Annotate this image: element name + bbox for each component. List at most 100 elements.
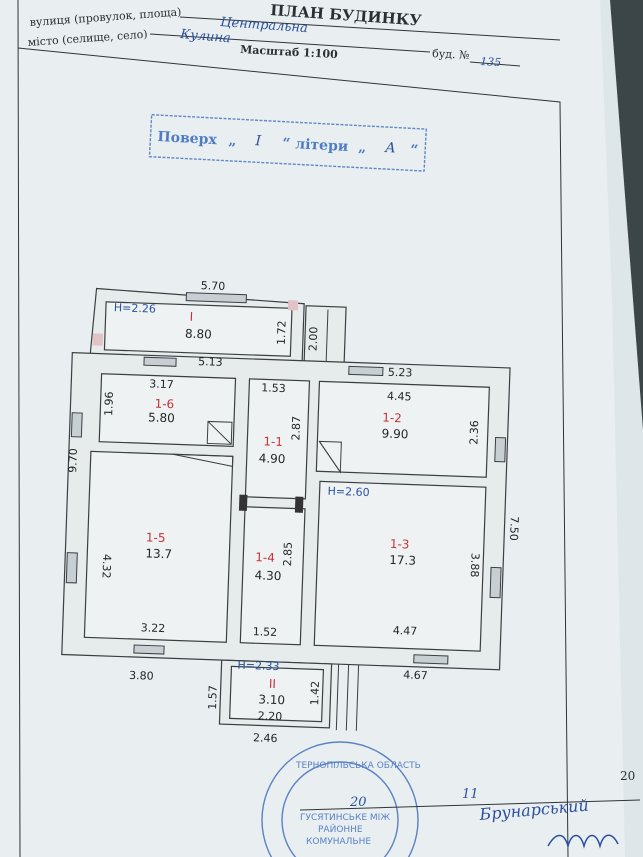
side-annex-line [325, 309, 329, 362]
room-1-5-id: 1-5 [146, 530, 166, 545]
window-right-1 [494, 436, 507, 463]
room-1-6-id: 1-6 [154, 397, 174, 412]
stamp-ring: ТЕРНОПІЛЬСЬКА ОБЛАСТЬ [295, 761, 421, 771]
room-i-id: I [189, 310, 193, 324]
dim-room11-h: 2.87 [289, 416, 303, 441]
dim-room13-w: 4.47 [393, 624, 418, 638]
room-1-3 [313, 480, 487, 652]
floor-quote-3: „ [358, 140, 367, 156]
dim-room14-w: 1.52 [252, 625, 277, 639]
room-1-1-id: 1-1 [263, 434, 283, 449]
stove-1-diag [207, 421, 232, 445]
floor-quote-2: “ [282, 136, 291, 152]
room-1-5-area: 13.7 [145, 546, 172, 561]
room-1-6 [98, 373, 237, 447]
porch-step-1 [335, 664, 340, 731]
porch-step-3 [355, 664, 360, 731]
dim-room13-h: 3.88 [468, 553, 482, 578]
room-1-5 [83, 450, 234, 643]
dim-room12-w: 4.45 [387, 390, 412, 404]
window-top-3 [185, 292, 247, 304]
dim-room15-w: 3.22 [141, 621, 166, 635]
room-i-pink-mark-2 [287, 300, 299, 311]
room-1-2 [315, 380, 490, 478]
dim-porch-left: 1.57 [206, 685, 220, 710]
room-1-4-area: 4.30 [254, 568, 281, 583]
dim-porch-right: 1.42 [308, 681, 322, 706]
room-1-3-area: 17.3 [389, 553, 416, 568]
floor-stamp-frame [148, 113, 428, 172]
floor-quote-1: „ [228, 133, 237, 149]
room-i [103, 301, 293, 357]
window-top-1 [143, 356, 177, 367]
stamp-line-2: РАЙОННЕ [318, 823, 363, 835]
room-1-4 [239, 506, 306, 646]
floor-middle: літери [295, 136, 349, 155]
round-stamp-inner [281, 761, 399, 857]
room-i-height: H=2.26 [114, 301, 156, 315]
dim-top-inner: 5.13 [198, 355, 223, 369]
dim-top-outer: 5.70 [201, 279, 226, 293]
dim-side-room-i-outer: 2.00 [307, 326, 321, 351]
footer: ТЕРНОПІЛЬСЬКА ОБЛАСТЬ ГУСЯТИНСЬКЕ МІЖ РА… [261, 741, 641, 857]
dim-bottom-left: 3.80 [129, 669, 154, 683]
window-top-2 [348, 365, 384, 377]
date-line [299, 799, 641, 811]
street-value: Центральна [220, 15, 309, 36]
city-value: Кулина [179, 27, 232, 46]
frame-left [17, 0, 21, 857]
room-i-area: 8.80 [185, 327, 212, 342]
dim-left-total: 9.70 [66, 448, 80, 473]
header: ПЛАН БУДИНКУ вулиця (провулок, площа) Це… [17, 0, 569, 857]
stove-1 [206, 420, 233, 445]
stamp-line-3: КОМУНАЛЬНЕ [306, 837, 371, 847]
room-1-3-height: H=2.60 [327, 485, 369, 499]
date-num: 11 [462, 787, 479, 802]
building-value: 135 [480, 55, 502, 69]
dim-porch-inner: 2.20 [258, 709, 283, 723]
letter-value: А [384, 140, 396, 157]
floor-prefix: Поверх [157, 129, 218, 148]
dim-bottom-right: 4.67 [403, 668, 428, 682]
floor-value: I [254, 133, 262, 149]
dim-right-top: 5.23 [388, 366, 413, 380]
dim-room15-h: 4.32 [99, 554, 113, 579]
room-ii-area: 3.10 [258, 692, 285, 707]
date-year: 20 [620, 769, 635, 783]
room-ii-id: II [269, 677, 277, 691]
frame-line [17, 47, 569, 857]
street-underline [179, 16, 561, 41]
signature-scribble [547, 834, 619, 849]
room-1-6-area: 5.80 [148, 410, 175, 425]
city-underline [149, 33, 431, 53]
window-bottom-2 [413, 654, 449, 665]
dim-room14-h: 2.85 [281, 542, 295, 567]
round-stamp-outer [261, 741, 419, 857]
dim-room16-w: 3.17 [149, 377, 174, 391]
room-ii-height: H=2.33 [237, 659, 279, 673]
date-day: 20 [349, 795, 367, 810]
floor-stamp: Поверх „ I “ літери „ А “ [148, 113, 428, 172]
room-i-pink-mark [92, 333, 103, 346]
floor-plan: H=2.26 I 8.80 1-6 5.80 1-1 4.90 1-2 9.90… [61, 279, 521, 745]
floor-quote-4: “ [410, 142, 419, 158]
dim-side-room-i: 1.72 [275, 320, 289, 345]
dim-porch-outer: 2.46 [253, 731, 278, 745]
building-underline [469, 61, 521, 67]
window-left-1 [70, 412, 83, 438]
stove-3 [172, 453, 234, 467]
window-bottom-1 [133, 644, 165, 655]
room-1-3-id: 1-3 [390, 537, 410, 552]
window-left-2 [65, 552, 78, 584]
room-1-1 [244, 378, 311, 500]
room-1-2-id: 1-2 [382, 411, 402, 426]
dim-right-total: 7.50 [507, 516, 521, 541]
chimney-1 [238, 494, 248, 511]
dim-room11-w: 1.53 [261, 381, 286, 395]
room-1-4-id: 1-4 [255, 550, 275, 565]
stamp-line-1: ГУСЯТИНСЬКЕ МІЖ [300, 813, 390, 823]
stove-2-diag [318, 441, 341, 473]
dim-room16-h: 1.96 [102, 391, 116, 416]
building-label: буд. № [432, 47, 470, 62]
